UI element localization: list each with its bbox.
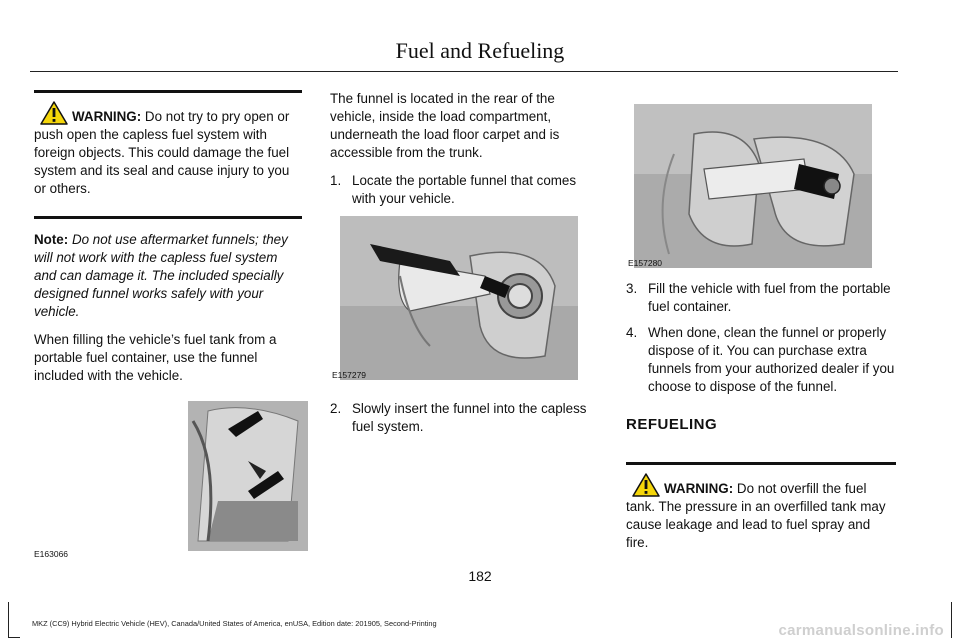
page-number: 182 <box>468 568 492 584</box>
trunk-illustration <box>188 401 308 551</box>
warning-box-pry: WARNING: Do not try to pry open or push … <box>34 90 302 219</box>
step-text: Fill the vehicle with fuel from the port… <box>648 281 891 314</box>
funnel-paragraph: When filling the vehicle’s fuel tank fro… <box>34 332 277 383</box>
section-heading-refueling: REFUELING <box>626 416 718 433</box>
note-paragraph: Note: Do not use aftermarket funnels; th… <box>34 231 302 321</box>
figure-funnel-inserted: E157280 <box>628 104 872 274</box>
steps-list-3: 3. Fill the vehicle with fuel from the p… <box>626 280 896 396</box>
figure-code: E163066 <box>34 549 69 559</box>
step-text: Locate the portable funnel that comes wi… <box>352 173 577 206</box>
column-middle: The funnel is located in the rear of the… <box>330 90 600 444</box>
figure-code: E157280 <box>628 258 663 268</box>
column-left: WARNING: Do not try to pry open or push … <box>34 90 308 561</box>
list-item: 4. When done, clean the funnel or proper… <box>626 324 896 396</box>
warning-box-overfill: WARNING: Do not overfill the fuel tank. … <box>626 462 896 552</box>
warning-text: Do not overfill the fuel tank. The press… <box>626 481 886 550</box>
warning-label: WARNING: <box>664 481 734 496</box>
corner-mark-right <box>951 602 952 638</box>
warning-triangle-icon <box>40 101 68 125</box>
corner-mark-left <box>8 602 9 638</box>
title-rule <box>30 71 898 72</box>
edition-footer: MKZ (CC9) Hybrid Electric Vehicle (HEV),… <box>32 619 437 628</box>
step-number: 1. <box>330 173 342 188</box>
funnel-illustration <box>340 216 578 380</box>
warning-paragraph: WARNING: Do not overfill the fuel tank. … <box>626 473 896 552</box>
warning-triangle-icon <box>632 473 660 497</box>
corner-mark-left-h <box>8 637 20 638</box>
figure-code: E157279 <box>332 370 367 380</box>
list-item: 2. Slowly insert the funnel into the cap… <box>330 400 600 436</box>
step-number: 4. <box>626 325 638 340</box>
note-text: Do not use aftermarket funnels; they wil… <box>34 232 288 319</box>
step-text: When done, clean the funnel or properly … <box>648 325 895 394</box>
step-number: 2. <box>330 401 342 416</box>
figure-funnel-locate: E157279 <box>332 216 578 382</box>
column-right: E157280 3. Fill the vehicle with fuel fr… <box>626 90 896 552</box>
warning-text: Do not try to pry open or push open the … <box>34 109 290 196</box>
figure-trunk: E163066 <box>34 401 308 561</box>
watermark: carmanualsonline.info <box>778 622 944 639</box>
list-item: 3. Fill the vehicle with fuel from the p… <box>626 280 896 316</box>
intro-paragraph: The funnel is located in the rear of the… <box>330 91 560 160</box>
warning-label: WARNING: <box>72 109 142 124</box>
warning-paragraph: WARNING: Do not try to pry open or push … <box>34 101 302 198</box>
steps-list-2: 2. Slowly insert the funnel into the cap… <box>330 400 600 436</box>
page-title: Fuel and Refueling <box>395 38 565 63</box>
note-label: Note: <box>34 232 69 247</box>
funnel-inserted-illustration <box>634 104 872 268</box>
list-item: 1. Locate the portable funnel that comes… <box>330 172 600 208</box>
steps-list-1: 1. Locate the portable funnel that comes… <box>330 172 600 208</box>
step-text: Slowly insert the funnel into the caples… <box>352 401 587 434</box>
step-number: 3. <box>626 281 638 296</box>
